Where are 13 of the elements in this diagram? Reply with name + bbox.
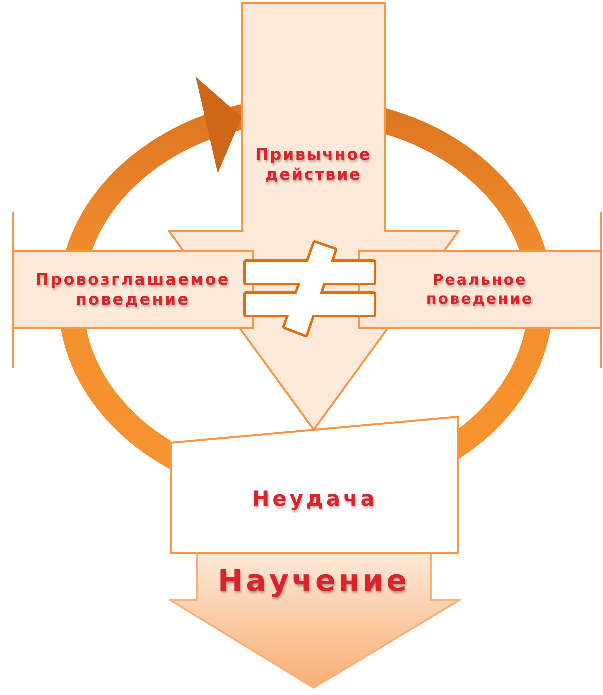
node-label: Провозглашаемое поведение [34, 270, 232, 310]
node-label: Реальное поведение [425, 270, 535, 308]
node-label: Научение [218, 562, 410, 600]
horizontal-bar [12, 250, 254, 329]
down-block-arrow [169, 552, 461, 690]
curved-connector [385, 108, 546, 251]
curved-arrow [66, 79, 242, 251]
curved-connector [61, 328, 171, 468]
node-label: Неудача [252, 486, 378, 514]
node-label: Привычное действие [254, 145, 373, 185]
curved-connector [458, 328, 551, 458]
horizontal-bar [358, 250, 602, 329]
slanted-box [170, 415, 460, 555]
